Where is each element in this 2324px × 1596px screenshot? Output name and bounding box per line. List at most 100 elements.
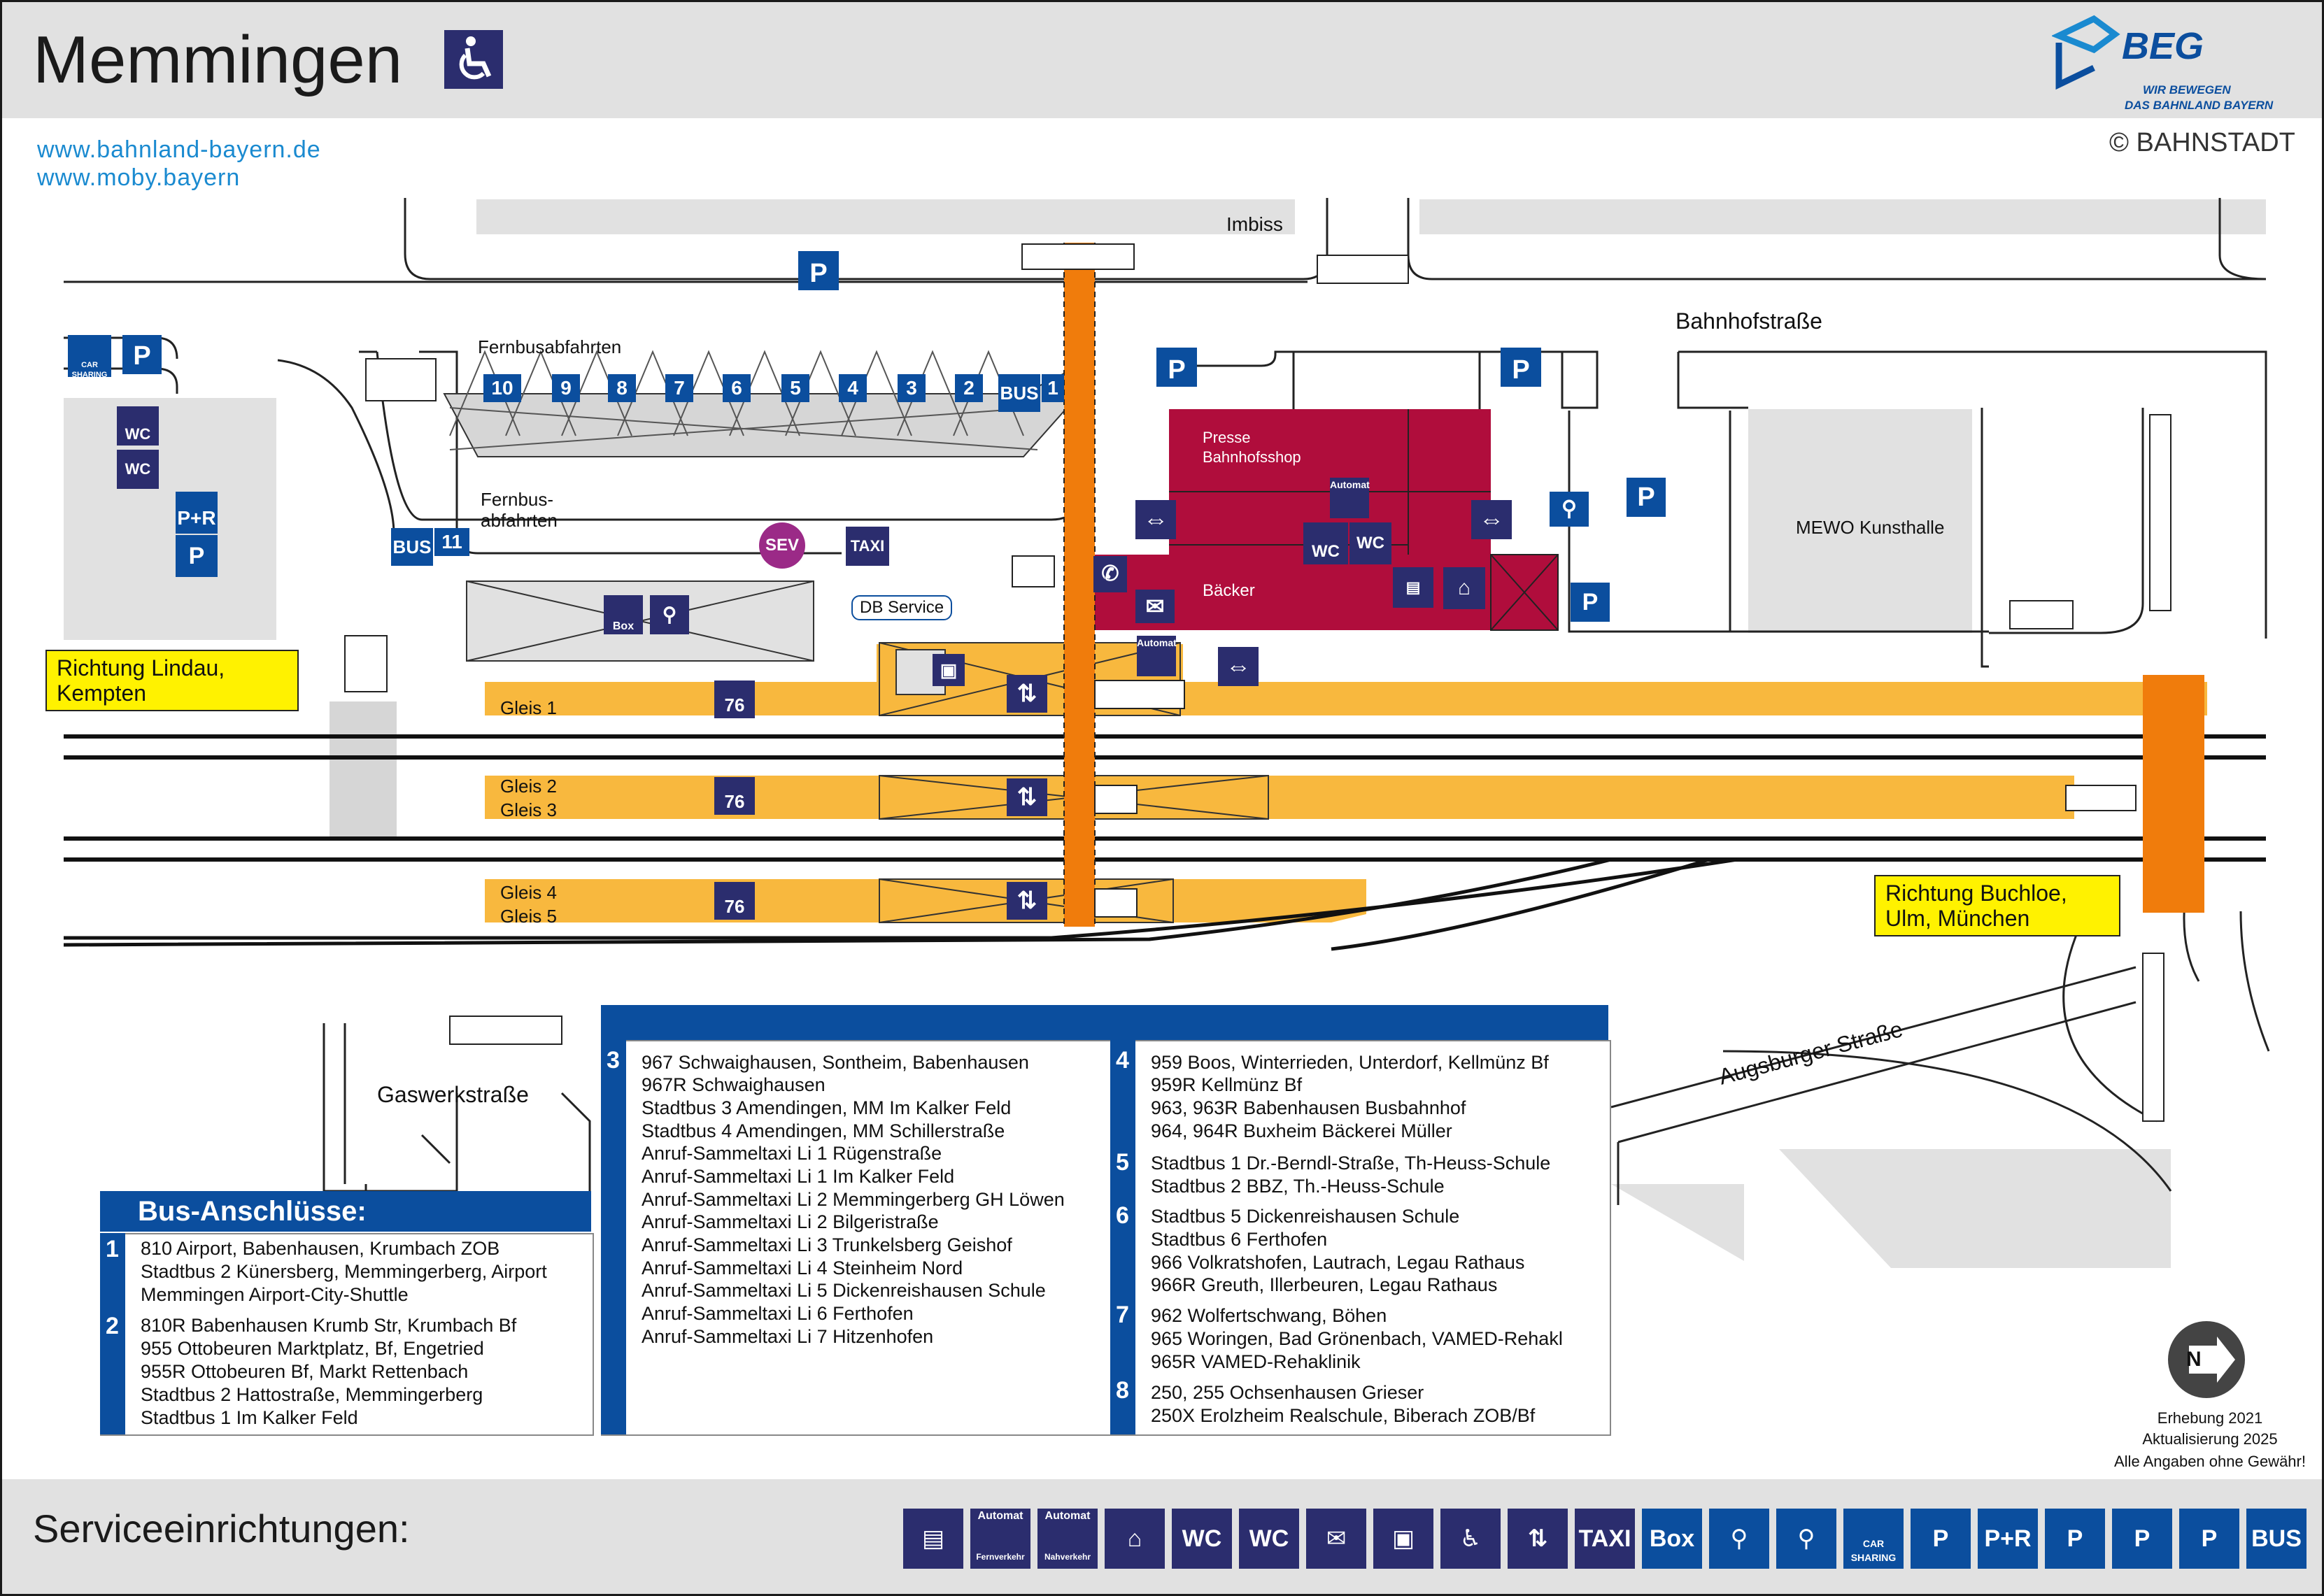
- bus-panel-header-bar: [601, 1005, 1608, 1040]
- bus-icon: BUS: [2246, 1509, 2307, 1569]
- bus-bay-2[interactable]: 2: [955, 374, 983, 402]
- parking-icon: P: [2045, 1509, 2105, 1569]
- fernbus-label-left-1: Fernbus-: [481, 489, 554, 510]
- bus-line: Anruf-Sammeltaxi Li 3 Trunkelsberg Geish…: [642, 1234, 1012, 1255]
- bus-bay-5[interactable]: 5: [781, 374, 809, 402]
- underpass-east: [2143, 675, 2204, 913]
- update-credit: Aktualisierung 2025: [2142, 1430, 2278, 1448]
- phone-icon[interactable]: ✆: [1093, 556, 1127, 592]
- wc-icon[interactable]: WC: [117, 450, 159, 489]
- bike-parking-icon[interactable]: ⚲: [1550, 492, 1589, 527]
- gleis-4-label: Gleis 4: [500, 882, 557, 903]
- bus-stop-icon[interactable]: BUS: [391, 528, 433, 566]
- bus-bay-10[interactable]: 10: [483, 374, 521, 402]
- lockers-icon: ▣: [1373, 1509, 1433, 1569]
- bus-connections-heading: Bus-Anschlüsse:: [100, 1191, 591, 1232]
- underpass-main: [1064, 243, 1095, 927]
- parking-icon[interactable]: P: [1627, 478, 1666, 517]
- ev-charging-parking-icon-label: P: [2201, 1525, 2218, 1552]
- bus-line: 250, 255 Ochsenhausen Grieser: [1151, 1382, 1424, 1403]
- platform-height-badge-3: 76: [714, 882, 755, 920]
- disabled-parking-icon[interactable]: P: [1571, 583, 1610, 622]
- station-title: Memmingen: [33, 22, 403, 97]
- bus-group-number: 4: [1116, 1047, 1129, 1074]
- bike-box-icon-label: Box: [1649, 1525, 1695, 1552]
- bus-line: Stadtbus 4 Amendingen, MM Schillerstraße: [642, 1120, 1005, 1141]
- elevator-icon[interactable]: ⇅: [1007, 675, 1047, 713]
- bus-bay-9[interactable]: 9: [552, 374, 580, 402]
- presse-label-1: Presse: [1203, 429, 1251, 446]
- travel-center-icon[interactable]: ⌂: [1443, 567, 1485, 609]
- automat-nahverkehr-icon-label: Automat: [1044, 1510, 1091, 1522]
- bus-bay-7[interactable]: 7: [665, 374, 693, 402]
- url-moby[interactable]: www.moby.bayern: [37, 164, 241, 191]
- wc-icon: WC: [1239, 1509, 1299, 1569]
- elevator-icon: ⇅: [1508, 1509, 1568, 1569]
- taxi-icon[interactable]: TAXI: [846, 527, 889, 566]
- gleis-5-label: Gleis 5: [500, 906, 557, 927]
- automat-icon[interactable]: Automat: [1137, 636, 1177, 676]
- parking-house: [64, 398, 276, 640]
- direction-lindau-line-2: Kempten: [57, 681, 147, 706]
- gleis-2-label: Gleis 2: [500, 776, 557, 797]
- ev-charging-parking-icon: P: [2179, 1509, 2239, 1569]
- bus-bay-11[interactable]: 11: [434, 528, 469, 556]
- bus-bay-1[interactable]: 1: [1042, 374, 1064, 402]
- short-term-parking-icon[interactable]: P: [798, 251, 839, 290]
- bus-panel-main: [601, 1040, 1611, 1436]
- car-sharing-icon-label: CAR SHARING: [1850, 1538, 1897, 1563]
- accessible-wc-icon-label: WC: [1182, 1525, 1222, 1552]
- lockers-icon[interactable]: ▣: [933, 654, 965, 686]
- ev-charging-parking-icon[interactable]: P: [122, 335, 162, 374]
- accessible-wc-icon[interactable]: WC: [117, 406, 159, 446]
- accessible-wc-icon[interactable]: WC: [1303, 522, 1348, 564]
- bus-line: Stadtbus 1 Im Kalker Feld: [141, 1407, 358, 1428]
- park-and-ride-icon[interactable]: P+R: [176, 492, 218, 534]
- beg-tagline-1: WIR BEWEGEN: [2143, 83, 2231, 97]
- platform-height-badge-2: 76: [714, 777, 755, 815]
- disclaimer: Alle Angaben ohne Gewähr!: [2114, 1453, 2306, 1470]
- elevator-icon[interactable]: ⇅: [1007, 882, 1047, 920]
- short-term-parking-icon[interactable]: P: [1501, 348, 1541, 387]
- wc-icon[interactable]: WC: [1349, 522, 1391, 564]
- bus-line: 966R Greuth, Illerbeuren, Legau Rathaus: [1151, 1274, 1498, 1295]
- beg-tagline-2: DAS BAHNLAND BAYERN: [2125, 99, 2274, 112]
- bus-line: Anruf-Sammeltaxi Li 5 Dickenreishausen S…: [642, 1280, 1046, 1301]
- disabled-parking-icon[interactable]: P: [176, 535, 218, 577]
- sev-replacement-bus-icon[interactable]: SEV: [759, 522, 805, 569]
- automat-icon[interactable]: Automat: [1330, 478, 1370, 518]
- gleis-3-label: Gleis 3: [500, 799, 557, 820]
- svg-text:N: N: [2186, 1348, 2202, 1371]
- bus-group-number: 2: [106, 1313, 119, 1339]
- station-building: [1169, 409, 1491, 630]
- bus-bay-3[interactable]: 3: [898, 374, 926, 402]
- short-term-parking-icon[interactable]: P: [1156, 348, 1197, 387]
- bus-bay-4[interactable]: 4: [839, 374, 867, 402]
- url-bahnland[interactable]: www.bahnland-bayern.de: [37, 136, 321, 163]
- bus-icon-label: BUS: [2251, 1525, 2302, 1552]
- bike-parking-covered-icon[interactable]: ⚲: [650, 595, 689, 634]
- bus-stop-icon[interactable]: BUS: [998, 374, 1040, 412]
- street-gaswerkstrasse: Gaswerkstraße: [377, 1082, 529, 1107]
- bike-box-icon[interactable]: Box: [604, 595, 643, 634]
- ticket-machine-icon[interactable]: ▤: [1393, 567, 1433, 608]
- station-plan: [63, 198, 2270, 1268]
- bus-bay-8[interactable]: 8: [608, 374, 636, 402]
- bus-line: 959R Kellmünz Bf: [1151, 1074, 1303, 1095]
- bus-group-number: 7: [1116, 1302, 1129, 1328]
- bus-line: Stadtbus 6 Ferthofen: [1151, 1229, 1328, 1250]
- bus-line: 967 Schwaighausen, Sontheim, Babenhausen: [642, 1052, 1029, 1073]
- mailbox-icon[interactable]: ✉: [1135, 590, 1175, 623]
- travel-center-icon: ⌂: [1105, 1509, 1165, 1569]
- bus-line: Stadtbus 2 Künersberg, Memmingerberg, Ai…: [141, 1261, 547, 1282]
- passage-arrow-icon: ⇔: [1471, 500, 1512, 539]
- automat-fernverkehr-icon-sublabel: Fernverkehr: [976, 1552, 1025, 1562]
- elevator-icon[interactable]: ⇅: [1007, 778, 1047, 816]
- bus-bay-6[interactable]: 6: [723, 374, 751, 402]
- survey-credit: Erhebung 2021: [2157, 1409, 2263, 1427]
- fernbus-label-top: Fernbusabfahrten: [478, 336, 622, 357]
- bus-line: Anruf-Sammeltaxi Li 1 Im Kalker Feld: [642, 1166, 955, 1187]
- rail-tracks: [64, 734, 2266, 862]
- bus-line: 965 Woringen, Bad Grönenbach, VAMED-Reha…: [1151, 1328, 1563, 1349]
